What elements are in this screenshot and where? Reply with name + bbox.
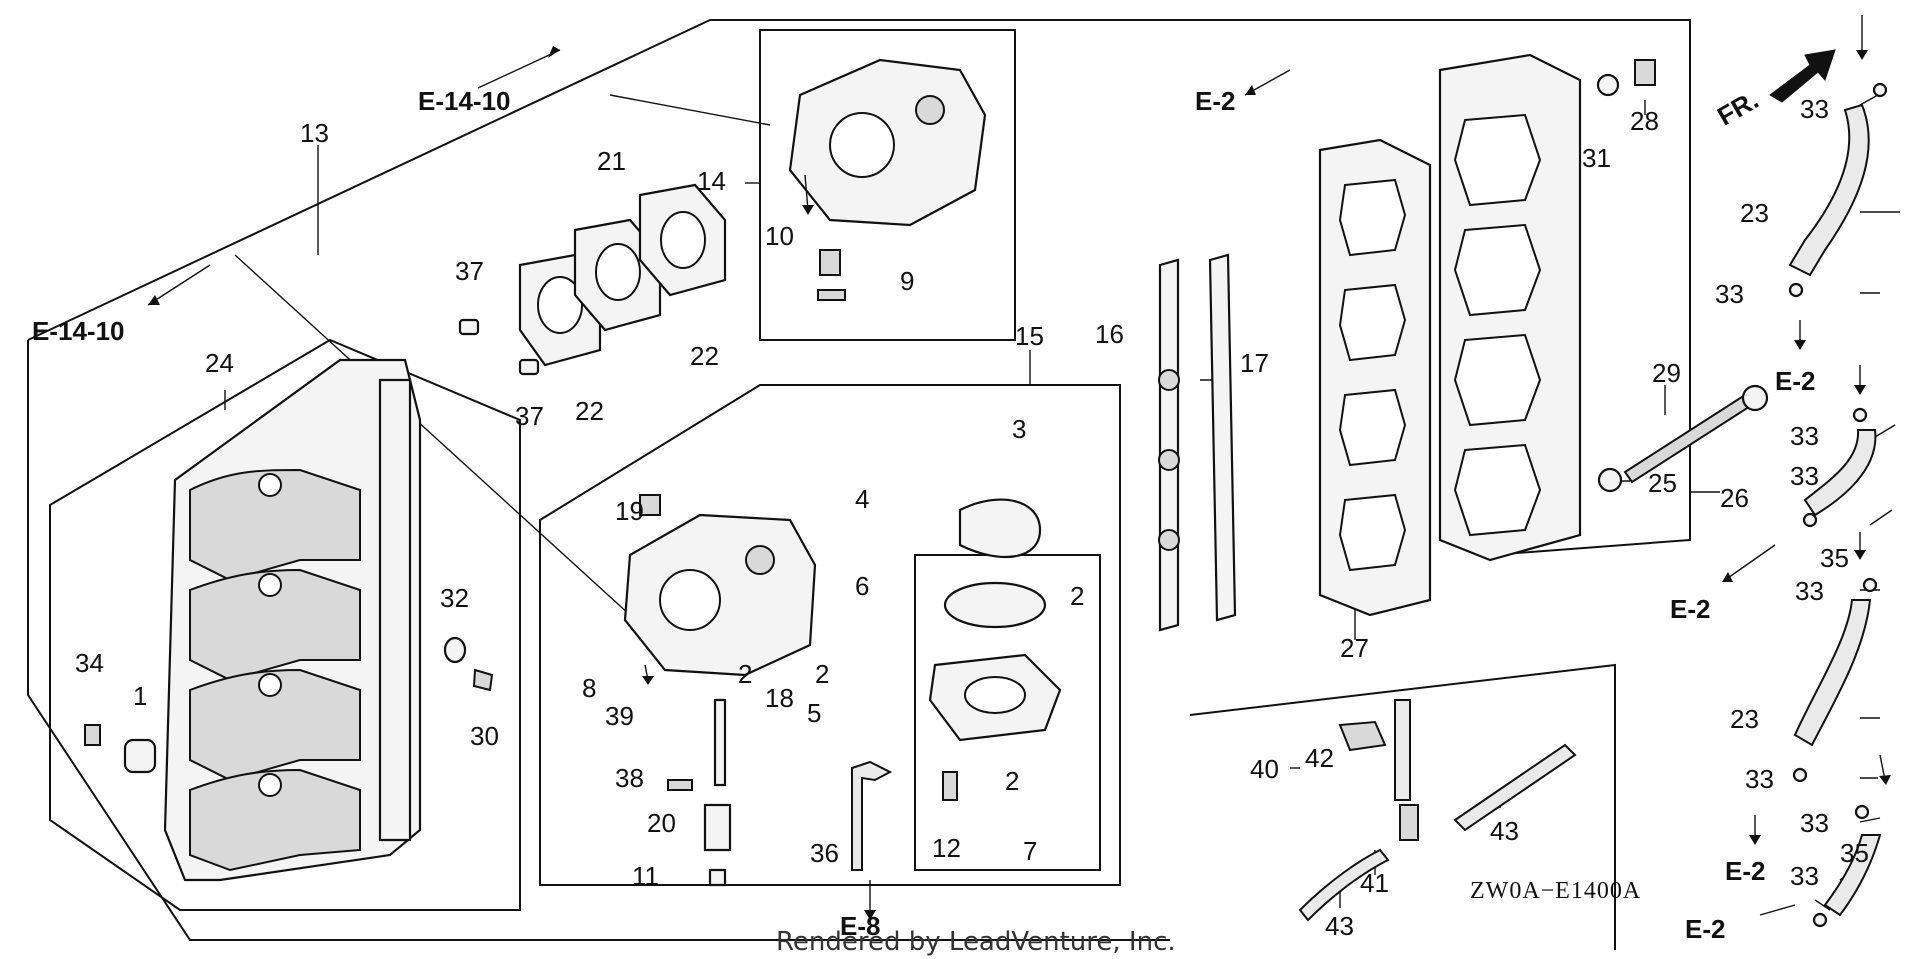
hoses-right (1788, 82, 1888, 928)
callout-31: 31 (1582, 143, 1611, 173)
callout-2-gasket: 2 (1070, 581, 1084, 611)
bent-tube (851, 760, 958, 871)
callout-33-b: 33 (1715, 279, 1744, 309)
callout-4: 4 (855, 484, 869, 514)
callout-6: 6 (855, 571, 869, 601)
callout-21: 21 (597, 146, 626, 176)
callout-34: 34 (75, 648, 104, 678)
idle-air-part (958, 498, 1042, 559)
callout-22-right: 22 (690, 341, 719, 371)
adapter-assembly (928, 581, 1062, 742)
callout-12: 12 (932, 833, 961, 863)
ref-e14-10-top[interactable]: E-14-10 (418, 86, 511, 116)
ref-e2-right-b[interactable]: E-2 (1670, 594, 1710, 624)
callout-18: 18 (765, 683, 794, 713)
callout-2-body: 2 (738, 659, 752, 689)
callout-27: 27 (1340, 633, 1369, 663)
intake-manifold (163, 358, 422, 882)
gasket-set (458, 183, 727, 376)
manifold-gasket (1318, 138, 1432, 617)
callout-33-e: 33 (1795, 576, 1824, 606)
callout-33-h: 33 (1790, 861, 1819, 891)
callout-33-f: 33 (1745, 764, 1774, 794)
callout-5: 5 (807, 698, 821, 728)
vent-hoses (1298, 699, 1577, 922)
ref-e2-right-d[interactable]: E-2 (1685, 914, 1725, 944)
callout-3: 3 (1012, 414, 1026, 444)
callout-40: 40 (1250, 754, 1279, 784)
callout-9: 9 (900, 266, 914, 296)
callout-19: 19 (615, 496, 644, 526)
ref-e2-right-c[interactable]: E-2 (1725, 856, 1765, 886)
assembly-frames (27, 19, 1691, 950)
intake-plate (1438, 53, 1656, 562)
callout-41: 41 (1360, 868, 1389, 898)
callout-17: 17 (1240, 348, 1269, 378)
front-marker: FR. (1712, 85, 1763, 132)
part-callouts: 1 34 13 24 32 30 37 37 21 22 22 14 10 9 … (75, 94, 1869, 941)
washer-and-bolt (443, 636, 494, 692)
callout-35-bottom: 35 (1840, 838, 1869, 868)
footer-credit: Rendered by LeadVenture, Inc. (776, 927, 1176, 957)
callout-16: 16 (1095, 319, 1124, 349)
callout-11: 11 (632, 861, 659, 891)
callout-32: 32 (440, 583, 469, 613)
callout-10: 10 (765, 221, 794, 251)
leader-lines (224, 94, 1900, 911)
callout-2-adapter: 2 (1005, 766, 1019, 796)
ref-e2-top[interactable]: E-2 (1195, 86, 1235, 116)
ref-e2-right-a[interactable]: E-2 (1775, 366, 1815, 396)
callout-30: 30 (470, 721, 499, 751)
callout-8: 8 (582, 673, 596, 703)
callout-36: 36 (810, 838, 839, 868)
callout-33-d: 33 (1790, 461, 1819, 491)
callout-37-bottom: 37 (515, 401, 544, 431)
callout-14: 14 (697, 166, 726, 196)
callout-38: 38 (615, 763, 644, 793)
front-arrow-icon (1769, 49, 1836, 103)
long-bolt (1597, 384, 1769, 493)
callout-22-left: 22 (575, 396, 604, 426)
callout-23-top: 23 (1740, 198, 1769, 228)
callout-43-right: 43 (1490, 816, 1519, 846)
callout-7: 7 (1023, 836, 1037, 866)
fuel-rail (1158, 253, 1237, 632)
callout-13: 13 (300, 118, 329, 148)
callout-33-a: 33 (1800, 94, 1829, 124)
callout-42: 42 (1305, 743, 1334, 773)
callout-26: 26 (1720, 483, 1749, 513)
callout-37-top: 37 (455, 256, 484, 286)
callout-43-bottom: 43 (1325, 911, 1354, 941)
callout-2-screw: 2 (815, 659, 829, 689)
drawing-code: ZW0A−E1400A (1470, 878, 1641, 904)
callout-33-g: 33 (1800, 808, 1829, 838)
bushing-part (84, 724, 157, 774)
callout-39: 39 (605, 701, 634, 731)
callout-25: 25 (1648, 468, 1677, 498)
ref-e8[interactable]: E-8 (840, 911, 880, 941)
callout-28: 28 (1630, 106, 1659, 136)
callout-29: 29 (1652, 358, 1681, 388)
callout-23-bottom: 23 (1730, 704, 1759, 734)
throttle-body-top (788, 58, 987, 301)
callout-33-c: 33 (1790, 421, 1819, 451)
ref-e14-10-left[interactable]: E-14-10 (32, 316, 125, 346)
reference-arrows (147, 15, 1891, 920)
callout-1: 1 (133, 681, 147, 711)
callout-24: 24 (205, 348, 234, 378)
callout-35-top: 35 (1820, 543, 1849, 573)
callout-15: 15 (1015, 321, 1044, 351)
callout-20: 20 (647, 808, 676, 838)
throttle-body-center (623, 494, 817, 887)
